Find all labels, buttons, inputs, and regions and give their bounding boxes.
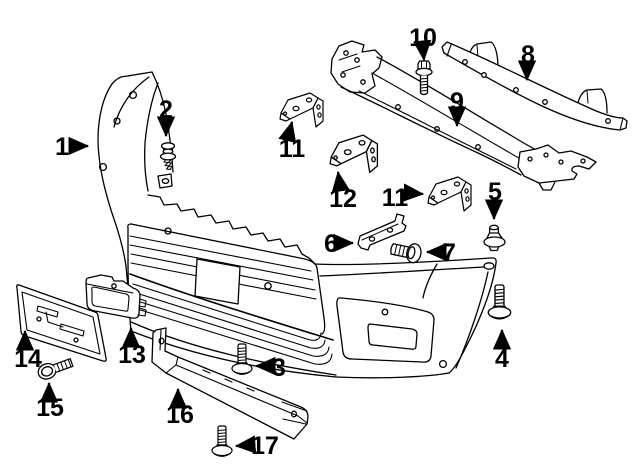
- callout-12: 12: [329, 185, 357, 213]
- upper-reinforcement-bar: [330, 40, 597, 191]
- retainer-clip-5: [483, 224, 506, 252]
- fog-lamp-cover: [85, 274, 147, 319]
- lower-reinforcement: [151, 327, 309, 440]
- callout-labels: 1 2 3 4 5 6 7 8 9 10 11 11 12 13 14 15 1…: [14, 24, 535, 460]
- slide-rail-bracket: [357, 213, 407, 251]
- bolt-4: [487, 284, 512, 320]
- bolt-15: [37, 358, 74, 380]
- callout-2: 2: [159, 96, 173, 124]
- callout-11-mid: 11: [382, 184, 409, 212]
- callout-7: 7: [442, 239, 456, 267]
- bolt-10: [415, 60, 433, 96]
- callout-13: 13: [118, 341, 146, 369]
- callout-3: 3: [272, 354, 286, 382]
- callout-10: 10: [409, 24, 437, 52]
- callout-14: 14: [14, 345, 42, 373]
- bolt-7: [390, 243, 422, 264]
- callout-8: 8: [521, 41, 535, 69]
- bracket-11-mid: [427, 176, 472, 212]
- callout-1: 1: [55, 133, 69, 161]
- retainer-clip-2: [159, 142, 177, 171]
- callout-17: 17: [251, 432, 279, 460]
- callout-6: 6: [324, 230, 338, 258]
- bracket-12: [329, 134, 379, 174]
- callout-16: 16: [166, 401, 194, 429]
- arrow-17: [234, 435, 257, 454]
- bracket-11-upper: [279, 92, 324, 128]
- arrow-10: [413, 39, 432, 62]
- callout-9: 9: [450, 88, 464, 116]
- license-plate-bracket: [16, 284, 107, 362]
- arrow-12: [331, 170, 350, 193]
- arrow-11-upper: [278, 120, 297, 144]
- arrow-11-mid: [402, 183, 425, 202]
- callout-15: 15: [36, 394, 64, 422]
- callout-11-upper: 11: [279, 135, 306, 163]
- callout-4: 4: [495, 345, 509, 373]
- impact-bar: [441, 41, 628, 131]
- callout-5: 5: [488, 178, 502, 206]
- callout-arrows: [15, 39, 537, 454]
- bolt-17: [211, 425, 233, 457]
